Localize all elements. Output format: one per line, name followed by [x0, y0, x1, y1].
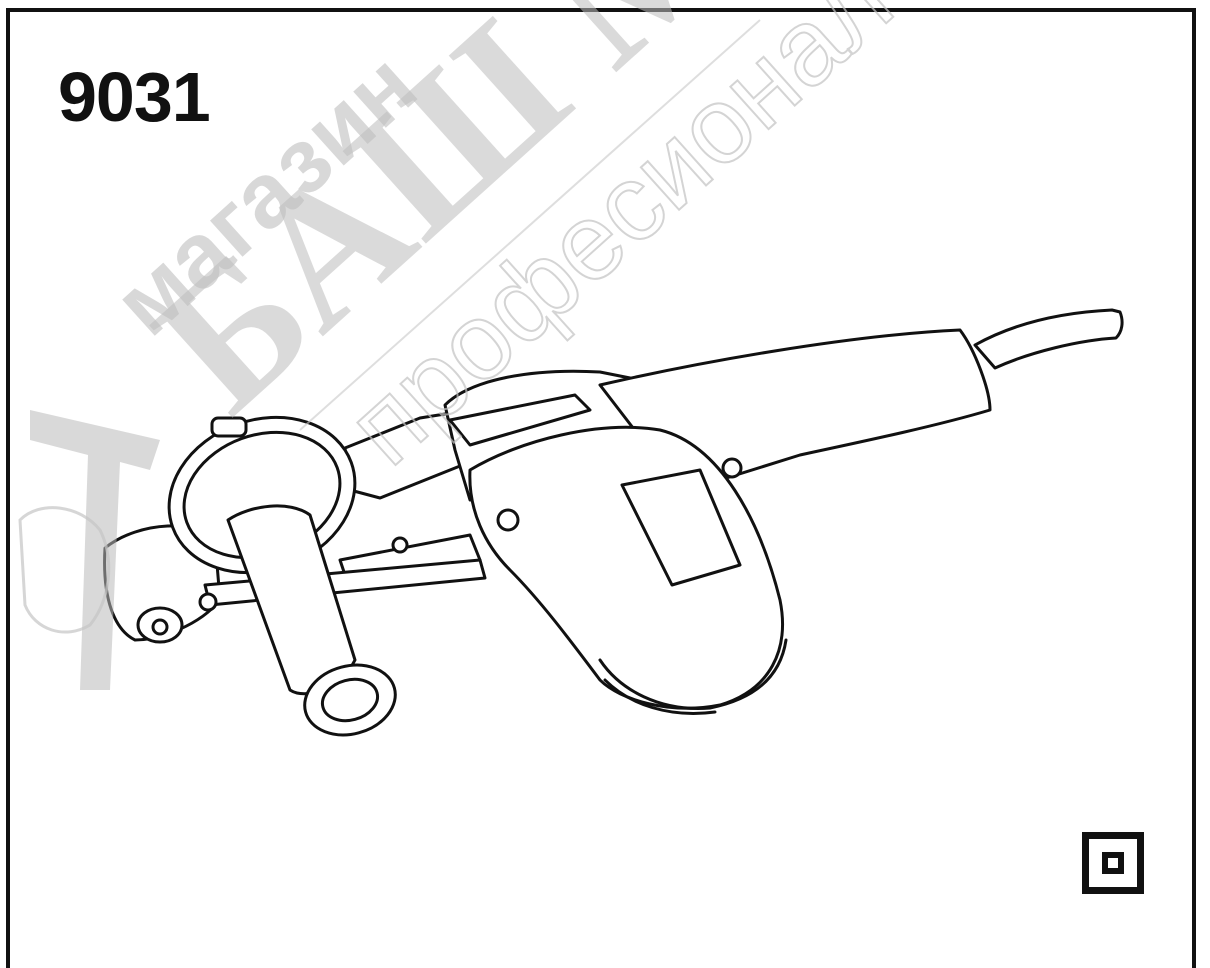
model-number: 9031: [58, 58, 211, 136]
tension-knob: [198, 592, 218, 612]
motor-end-cap: [598, 638, 788, 710]
roller-bolt: [151, 618, 169, 636]
double-insulation-inner-square: [1102, 852, 1124, 874]
page-frame: [6, 8, 1196, 968]
flange-knob: [210, 416, 248, 438]
double-insulation-symbol: [1082, 832, 1144, 894]
power-cord: [973, 308, 1124, 370]
motor-label: [620, 468, 742, 587]
housing-screw: [721, 457, 743, 479]
side-handle-grip: [226, 504, 357, 696]
